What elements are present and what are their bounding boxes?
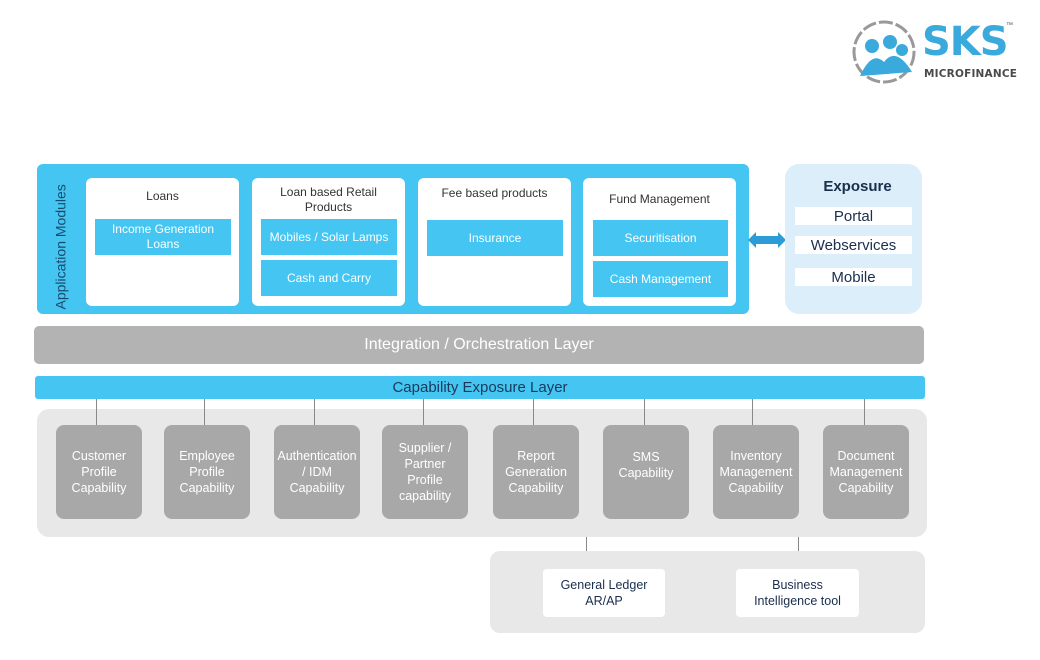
connector-line: [752, 399, 753, 425]
capability-document-management[interactable]: Document Management Capability: [823, 425, 909, 519]
connector-line: [423, 399, 424, 425]
connector-line: [798, 537, 799, 551]
connector-line: [586, 537, 587, 551]
general-ledger-box[interactable]: General Ledger AR/AP: [543, 569, 665, 617]
logo-emblem-icon: [852, 20, 916, 84]
integration-layer: Integration / Orchestration Layer: [34, 326, 924, 364]
capability-customer-profile[interactable]: Customer Profile Capability: [56, 425, 142, 519]
module-title: Loans: [146, 189, 179, 203]
module-title: Fund Management: [609, 192, 710, 206]
capability-authentication-idm[interactable]: Authentication / IDM Capability: [274, 425, 360, 519]
chip-cash-and-carry[interactable]: Cash and Carry: [261, 260, 397, 296]
exposure-portal[interactable]: Portal: [795, 207, 912, 225]
logo-brand: SKS: [922, 19, 1009, 65]
capability-exposure-layer: Capability Exposure Layer: [35, 376, 925, 399]
logo-subtitle: MICROFINANCE: [924, 68, 1018, 80]
chip-cash-management[interactable]: Cash Management: [593, 261, 728, 297]
connector-line: [533, 399, 534, 425]
capability-inventory-management[interactable]: Inventory Management Capability: [713, 425, 799, 519]
connector-line: [96, 399, 97, 425]
capability-report-generation[interactable]: Report Generation Capability: [493, 425, 579, 519]
connector-line: [204, 399, 205, 425]
connector-line: [644, 399, 645, 425]
exposure-title: Exposure: [823, 178, 892, 195]
module-title: Fee based products: [441, 186, 548, 200]
capability-supplier-partner-profile[interactable]: Supplier / Partner Profile capability: [382, 425, 468, 519]
module-title: Loan based Retail Products: [280, 185, 377, 214]
exposure-mobile[interactable]: Mobile: [795, 268, 912, 286]
double-arrow-icon: [748, 232, 786, 248]
chip-mobiles-solar-lamps[interactable]: Mobiles / Solar Lamps: [261, 219, 397, 255]
capability-employee-profile[interactable]: Employee Profile Capability: [164, 425, 250, 519]
connector-line: [314, 399, 315, 425]
logo-trademark: ™: [1006, 22, 1013, 29]
connector-line: [864, 399, 865, 425]
business-intelligence-box[interactable]: Business Intelligence tool: [736, 569, 859, 617]
chip-insurance[interactable]: Insurance: [427, 220, 563, 256]
application-modules-label: Application Modules: [52, 183, 69, 309]
chip-income-generation-loans[interactable]: Income Generation Loans: [95, 219, 231, 255]
chip-securitisation[interactable]: Securitisation: [593, 220, 728, 256]
exposure-webservices[interactable]: Webservices: [795, 236, 912, 254]
sks-logo: SKS ™ MICROFINANCE: [846, 16, 1018, 86]
capability-sms[interactable]: SMS Capability: [603, 425, 689, 519]
